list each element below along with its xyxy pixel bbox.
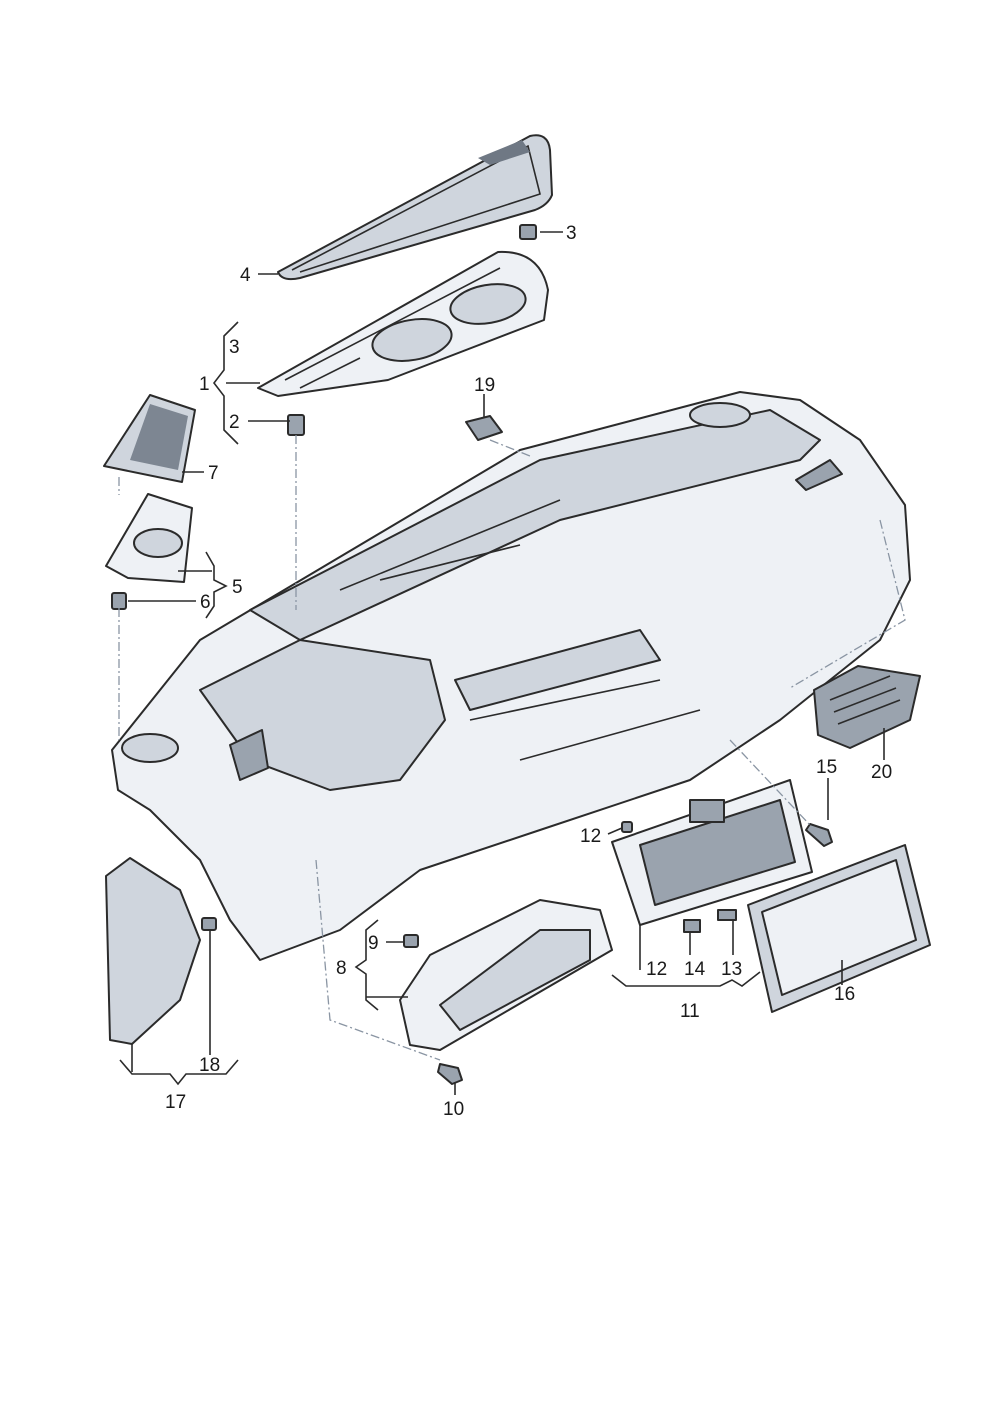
callout-9: 9 — [368, 933, 379, 954]
callout-17: 17 — [165, 1092, 186, 1113]
part-11-display-unit — [611, 779, 813, 926]
callout-8: 8 — [336, 958, 347, 979]
callout-12-top: 12 — [580, 826, 601, 847]
callout-19: 19 — [474, 375, 495, 396]
callout-5: 5 — [232, 577, 243, 598]
callout-11: 11 — [680, 1001, 700, 1022]
part-9-clip — [403, 934, 419, 948]
callout-18: 18 — [199, 1055, 220, 1076]
callout-4: 4 — [240, 265, 251, 286]
callout-leaders — [119, 231, 885, 1095]
part-19-vent-grille — [465, 415, 503, 441]
part-5-speaker-trim — [105, 493, 193, 583]
callout-6: 6 — [200, 592, 211, 613]
callout-14: 14 — [684, 959, 706, 980]
callout-2: 2 — [229, 412, 240, 433]
dashboard-main-body — [111, 391, 911, 961]
part-12-clip — [621, 821, 633, 833]
part-13-clip — [717, 909, 737, 921]
part-2-clip — [287, 414, 305, 436]
part-7-speaker-cover — [103, 394, 196, 483]
assembly-guide-lines — [118, 435, 906, 1061]
part-3-clip — [519, 224, 537, 240]
part-20-air-vent — [813, 665, 921, 749]
part-6-clip — [111, 592, 127, 610]
part-10-screw — [437, 1063, 463, 1085]
callout-12-bottom: 12 — [646, 959, 667, 980]
part-17-side-cover — [105, 857, 201, 1045]
callout-10: 10 — [443, 1099, 464, 1120]
callout-labels: 3 4 3 1 19 2 7 5 6 20 15 12 9 8 12 14 13… — [165, 223, 892, 1120]
callout-1: 1 — [199, 374, 210, 395]
part-16-display-frame — [747, 844, 931, 1013]
part-15-screw — [805, 823, 833, 847]
part-8-instrument-cluster — [399, 899, 613, 1051]
callout-13: 13 — [721, 959, 742, 980]
part-1-upper-trim-panel — [257, 250, 549, 397]
part-4-top-cover — [277, 134, 553, 281]
part-14-clip — [683, 919, 701, 933]
callout-3-top: 3 — [566, 223, 577, 244]
callout-20: 20 — [871, 762, 892, 783]
callout-16: 16 — [834, 984, 855, 1005]
callout-15: 15 — [816, 757, 837, 778]
callout-3-left: 3 — [229, 337, 240, 358]
part-18-clip — [201, 917, 217, 931]
callout-7: 7 — [208, 463, 219, 484]
